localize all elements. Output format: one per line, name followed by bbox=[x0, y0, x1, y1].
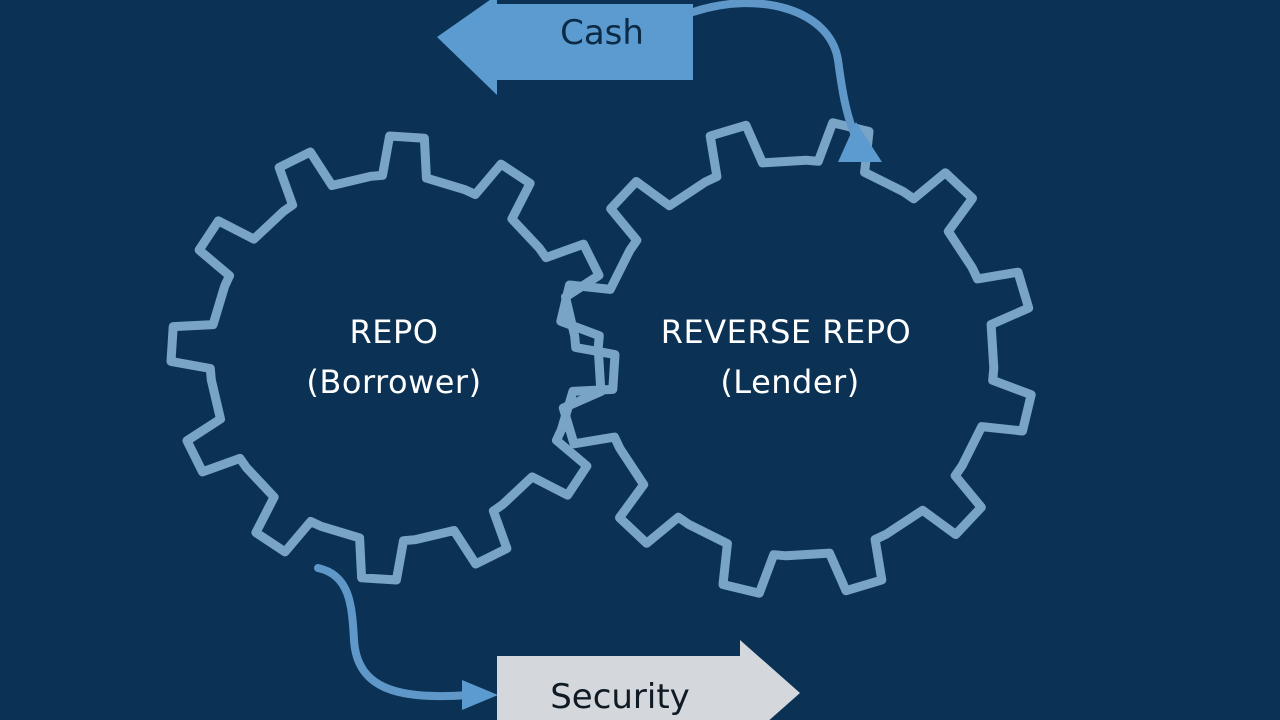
security-connector-line bbox=[314, 564, 472, 701]
reverse-repo-title: REVERSE REPO bbox=[661, 313, 911, 351]
cash-label: Cash bbox=[560, 13, 644, 53]
repo-role: (Borrower) bbox=[306, 363, 481, 401]
reverse-repo-gear-outline bbox=[556, 118, 1036, 598]
repo-title: REPO bbox=[350, 313, 439, 351]
cash-arrow bbox=[437, 0, 693, 95]
reverse-repo-role: (Lender) bbox=[720, 363, 859, 401]
security-connector-arrowhead bbox=[462, 680, 498, 710]
cash-connector-arrowhead bbox=[838, 122, 882, 162]
security-label: Security bbox=[550, 677, 690, 717]
cash-connector-line bbox=[689, 0, 860, 142]
repo-gear-outline bbox=[166, 131, 620, 585]
security-arrow bbox=[497, 640, 800, 720]
